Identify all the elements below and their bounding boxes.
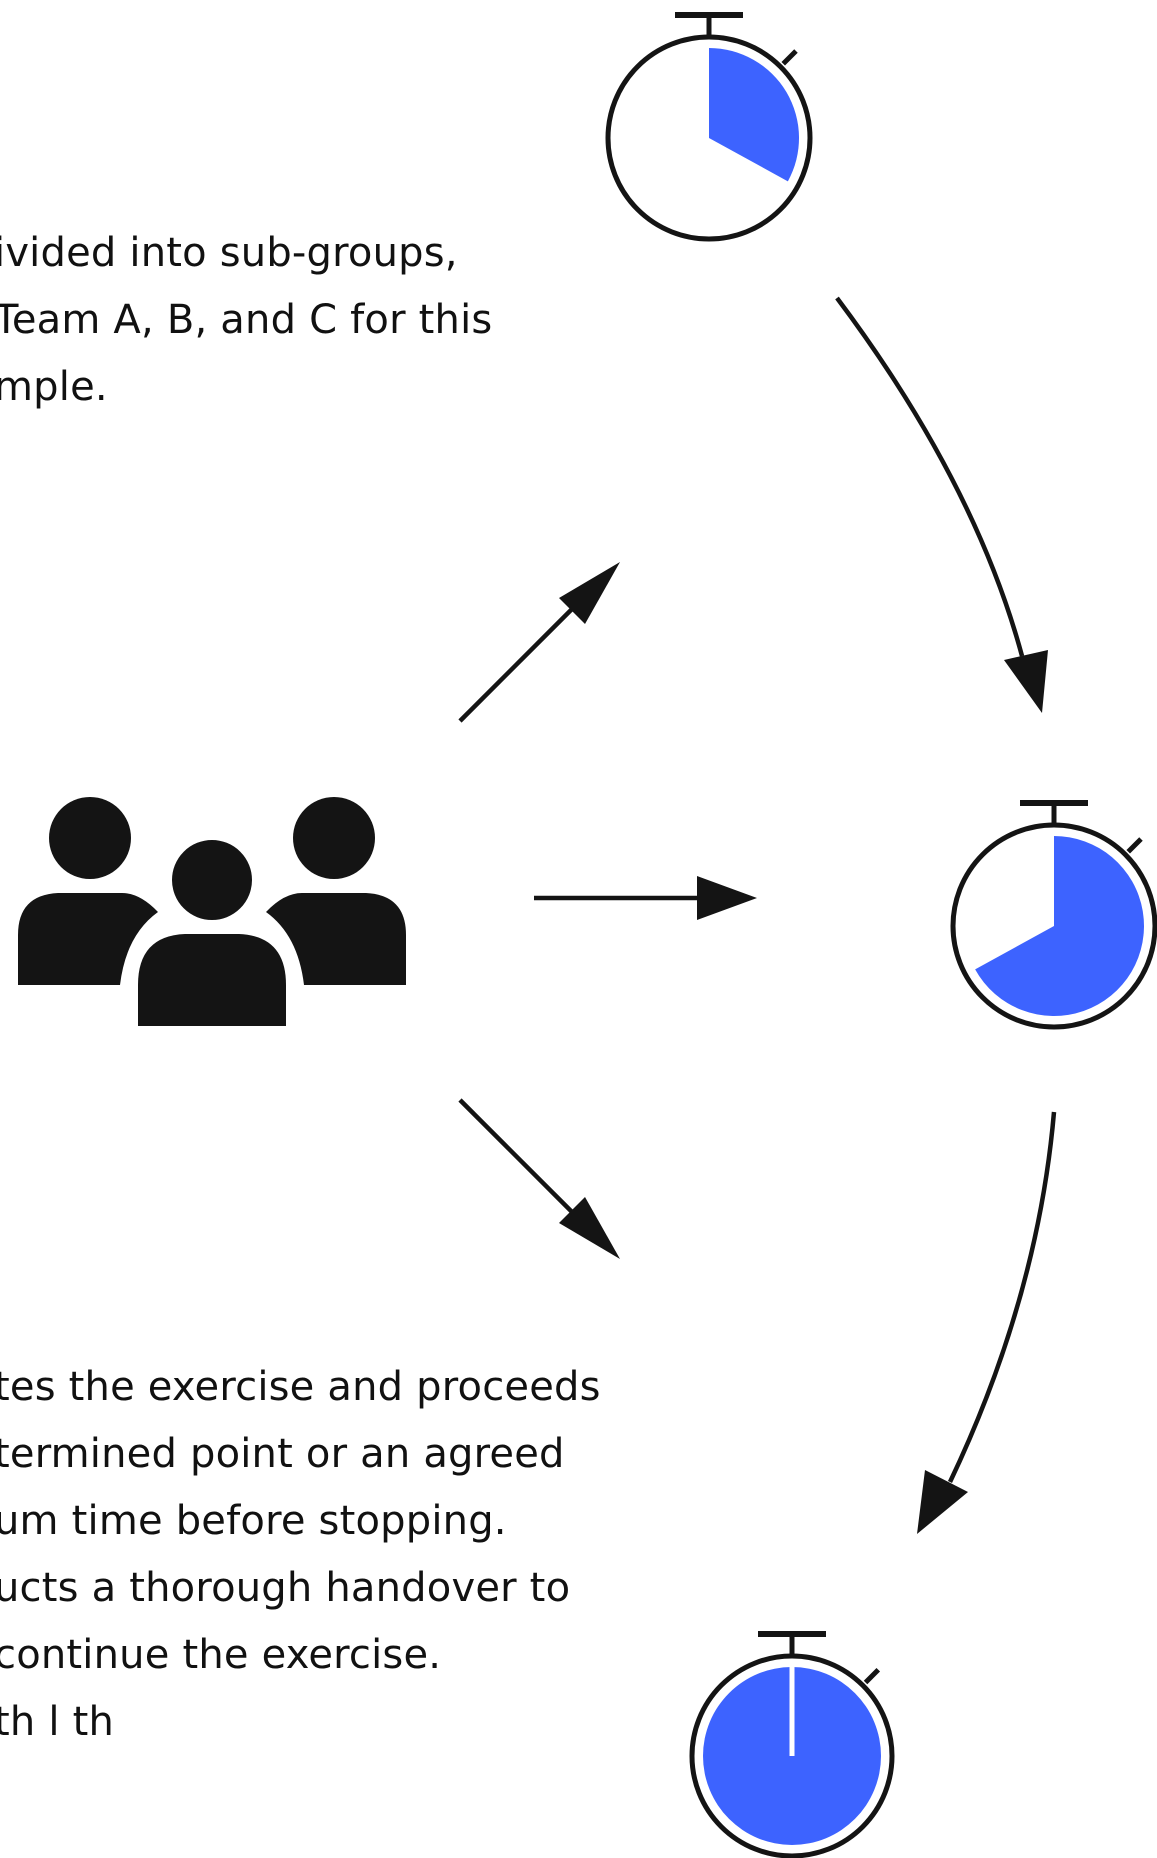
stopwatch-icon: [950, 800, 1157, 1030]
arrow-down-right: [458, 1098, 620, 1259]
description-top-line-3: mple.: [0, 364, 108, 410]
stopwatch-button: [863, 1667, 881, 1685]
description-bottom: tes the exercise and proceeds termined p…: [0, 1354, 601, 1756]
stopwatch-elapsed: [709, 48, 800, 182]
stopwatch-elapsed: [975, 836, 1144, 1016]
arrow-right: [534, 876, 757, 920]
description-top: ivided into sub-groups, Team A, B, and C…: [0, 220, 492, 421]
description-top-line-2: Team A, B, and C for this: [0, 297, 493, 343]
description-bottom-line-1: tes the exercise and proceeds: [0, 1364, 601, 1410]
people-group-icon: [18, 797, 406, 1032]
arrow-up-right: [458, 562, 620, 723]
description-bottom-line-4: ucts a thorough handover to: [0, 1565, 571, 1611]
stopwatch-button: [781, 49, 798, 66]
arrow-timer2-to-timer3: [917, 1111, 1057, 1534]
description-bottom-line-5: continue the exercise.: [0, 1632, 442, 1678]
description-bottom-line-2: termined point or an agreed: [0, 1431, 565, 1477]
stopwatch-icon: [689, 1631, 895, 1858]
stopwatch-button: [1126, 837, 1143, 854]
stopwatch-icon: [605, 12, 813, 242]
description-top-line-1: ivided into sub-groups,: [0, 230, 458, 276]
description-bottom-line-3: um time before stopping.: [0, 1498, 507, 1544]
description-bottom-line-6: th l th: [0, 1699, 115, 1745]
arrow-timer1-to-timer2: [835, 296, 1048, 713]
